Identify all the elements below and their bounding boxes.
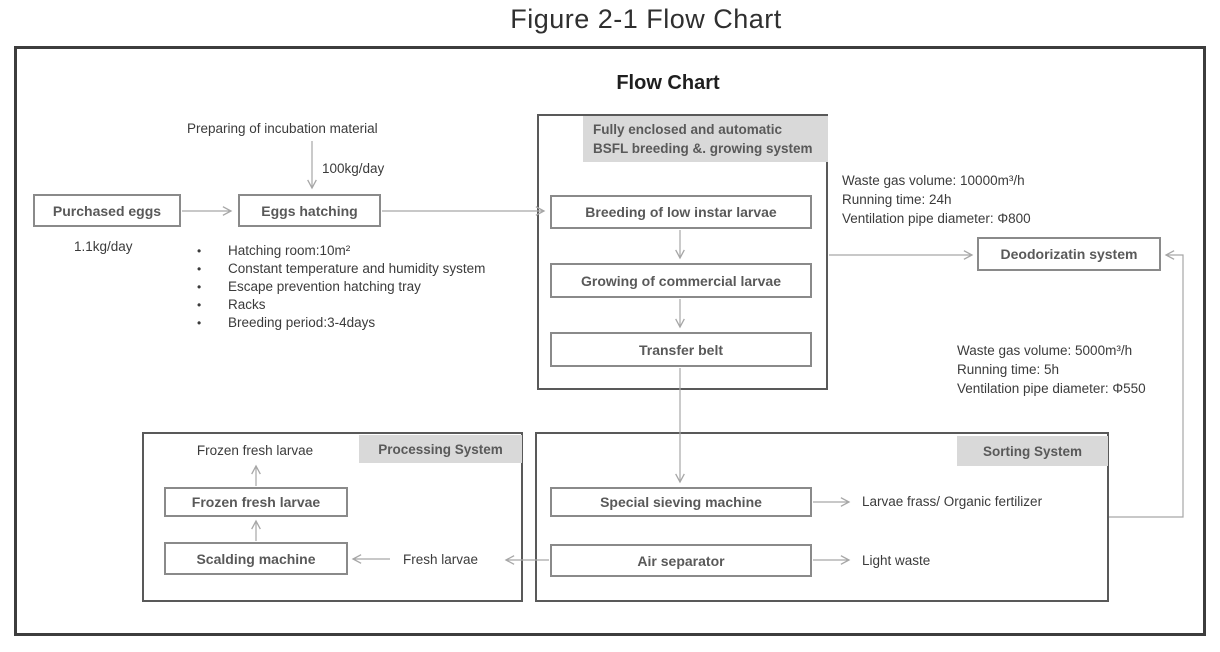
- spec-line: Ventilation pipe diameter: Φ800: [842, 211, 1031, 226]
- group-bsfl-system: [537, 114, 828, 390]
- group-processing-system: [142, 432, 523, 602]
- list-item: • Racks: [197, 296, 485, 314]
- group-label-processing: Processing System: [359, 435, 522, 463]
- group-label-bsfl-line1: Fully enclosed and automatic: [593, 122, 783, 137]
- label-purchase-rate: 1.1kg/day: [74, 239, 133, 254]
- spec-line: Waste gas volume: 5000m³/h: [957, 343, 1133, 358]
- bullet-icon: •: [197, 280, 202, 294]
- node-purchased-eggs: Purchased eggs: [33, 194, 181, 227]
- group-label-bsfl-line2: BSFL breeding &. growing system: [593, 141, 813, 156]
- node-scalding-machine: Scalding machine: [164, 542, 348, 575]
- list-item: • Constant temperature and humidity syste…: [197, 260, 485, 278]
- label-light-waste: Light waste: [862, 553, 931, 568]
- spec-line: Ventilation pipe diameter: Φ550: [957, 381, 1146, 396]
- list-item: • Breeding period:3-4days: [197, 314, 485, 332]
- group-label-sorting: Sorting System: [957, 436, 1108, 466]
- label-frozen-fresh-larvae-out: Frozen fresh larvae: [196, 443, 314, 458]
- note-text: Racks: [228, 297, 266, 312]
- sorting-specs: Waste gas volume: 5000m³/h Running time:…: [957, 341, 1146, 398]
- node-frozen-fresh-larvae: Frozen fresh larvae: [164, 487, 348, 517]
- note-text: Escape prevention hatching tray: [228, 279, 421, 294]
- node-transfer-belt: Transfer belt: [550, 332, 812, 367]
- deodorization-specs: Waste gas volume: 10000m³/h Running time…: [842, 171, 1031, 228]
- figure-title: Figure 2-1 Flow Chart: [510, 4, 782, 34]
- spec-line: Running time: 5h: [957, 362, 1060, 377]
- node-growing-commercial: Growing of commercial larvae: [550, 263, 812, 298]
- spec-line: Running time: 24h: [842, 192, 952, 207]
- bullet-icon: •: [197, 262, 202, 276]
- node-air-separator: Air separator: [550, 544, 812, 577]
- node-eggs-hatching: Eggs hatching: [238, 194, 381, 227]
- list-item: • Escape prevention hatching tray: [197, 278, 485, 296]
- label-larvae-frass: Larvae frass/ Organic fertilizer: [862, 494, 1043, 509]
- bullet-icon: •: [197, 244, 202, 258]
- diagram-heading: Flow Chart: [616, 72, 720, 94]
- spec-line: Waste gas volume: 10000m³/h: [842, 173, 1025, 188]
- node-breeding-low-instar: Breeding of low instar larvae: [550, 195, 812, 229]
- note-text: Constant temperature and humidity system: [228, 261, 486, 276]
- label-prep-rate: 100kg/day: [322, 161, 385, 176]
- group-label-bsfl: Fully enclosed and automatic BSFL breedi…: [583, 116, 828, 162]
- label-preparing-material: Preparing of incubation material: [187, 121, 378, 136]
- hatching-notes-list: • Hatching room:10m² • Constant temperatur…: [197, 242, 485, 332]
- label-fresh-larvae: Fresh larvae: [403, 552, 479, 567]
- node-deodorization-system: Deodorizatin system: [977, 237, 1161, 271]
- group-sorting-system: [535, 432, 1109, 602]
- list-item: • Hatching room:10m²: [197, 242, 485, 260]
- bullet-icon: •: [197, 298, 202, 312]
- note-text: Breeding period:3-4days: [228, 315, 376, 330]
- note-text: Hatching room:10m²: [228, 243, 351, 258]
- bullet-icon: •: [197, 316, 202, 330]
- node-special-sieving-machine: Special sieving machine: [550, 487, 812, 517]
